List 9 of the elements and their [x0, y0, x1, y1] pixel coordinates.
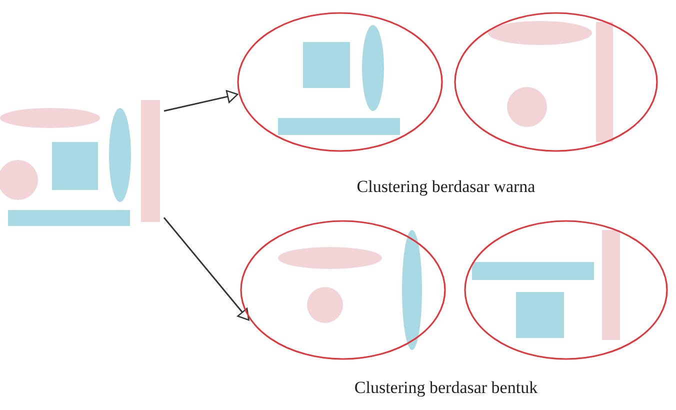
shapes-drawing [0, 98, 162, 228]
cluster-ellipse-drawing [237, 12, 443, 152]
caption: Clustering berdasar warna [356, 177, 536, 197]
cluster-ellipse-drawing [240, 220, 446, 360]
arrow [163, 217, 250, 321]
caption: Clustering berdasar bentuk [354, 378, 538, 398]
cluster-ellipse-drawing [464, 220, 668, 360]
arrow [164, 90, 238, 112]
cluster-ellipse-drawing [454, 12, 658, 152]
